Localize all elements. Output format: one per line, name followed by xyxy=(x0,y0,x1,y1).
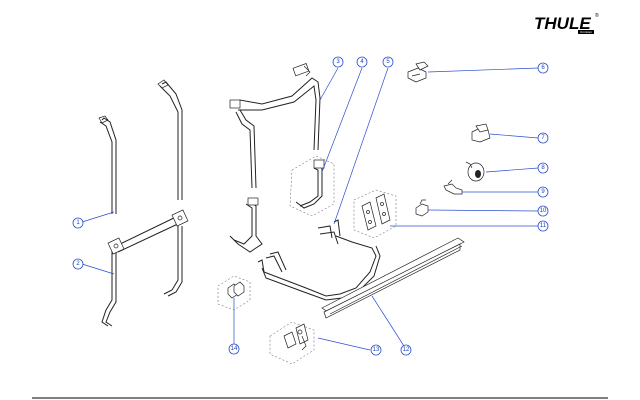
callout-3: 3 xyxy=(332,56,344,68)
part-12-rail xyxy=(321,237,465,319)
part-8-strap-roll xyxy=(465,161,485,182)
callout-7: 7 xyxy=(537,132,549,144)
callout-10: 10 xyxy=(537,205,549,217)
callout-6-label: 6 xyxy=(541,65,545,71)
part-11-plates xyxy=(353,189,397,239)
callout-14: 14 xyxy=(228,343,240,355)
thule-logo: THULE Omnistor ® xyxy=(534,12,599,34)
logo-text: THULE xyxy=(534,14,591,33)
part-2-base-frame xyxy=(101,209,189,327)
callout-5: 5 xyxy=(382,56,394,68)
callout-10-label: 10 xyxy=(540,208,547,214)
callout-13: 13 xyxy=(370,344,382,356)
callout-14-label: 14 xyxy=(231,346,238,352)
callout-1-label: 1 xyxy=(76,220,80,226)
callout-5-label: 5 xyxy=(386,59,390,65)
callout-12: 12 xyxy=(400,344,412,356)
callout-4: 4 xyxy=(356,56,368,68)
logo-subtext: Omnistor xyxy=(580,30,592,34)
leader-lines xyxy=(81,67,539,351)
part-9-hook xyxy=(443,179,463,195)
svg-text:®: ® xyxy=(595,12,599,19)
callout-2: 2 xyxy=(72,258,84,270)
callout-8: 8 xyxy=(537,162,549,174)
part-1-side-tubes xyxy=(98,79,183,214)
callout-6: 6 xyxy=(537,62,549,74)
part-6-bracket xyxy=(407,61,429,83)
part-3-upper-frame xyxy=(229,63,321,253)
callout-4-label: 4 xyxy=(360,59,364,65)
callout-13-label: 13 xyxy=(373,347,380,353)
callout-3-label: 3 xyxy=(336,59,340,65)
callout-11: 11 xyxy=(537,220,549,232)
callout-1: 1 xyxy=(72,217,84,229)
callout-9-label: 9 xyxy=(541,189,545,195)
callout-12-label: 12 xyxy=(403,347,410,353)
part-10-knob xyxy=(415,199,429,217)
callout-11-label: 11 xyxy=(540,223,547,229)
callout-2-label: 2 xyxy=(76,261,80,267)
part-14-fittings xyxy=(217,275,251,311)
callout-8-label: 8 xyxy=(541,165,545,171)
part-7-clip xyxy=(471,123,491,143)
part-4-short-tube xyxy=(289,155,335,217)
callout-9: 9 xyxy=(537,186,549,198)
callout-7-label: 7 xyxy=(541,135,545,141)
part-13-clamp-set xyxy=(269,321,315,365)
